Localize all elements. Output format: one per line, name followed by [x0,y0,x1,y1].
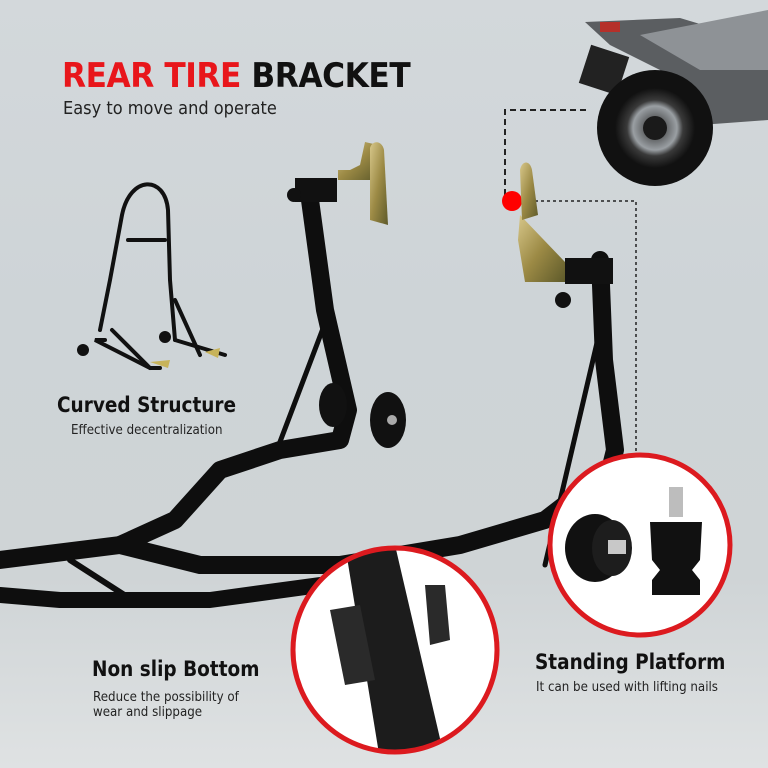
feature-desc-non-slip-bottom-line2: wear and slippage [93,704,203,720]
title-highlight: REAR TIRE [62,56,241,96]
left-head-block [295,178,337,202]
standing-platform-closeup [547,452,733,638]
feature-desc-curved-structure: Effective decentralization [71,422,223,438]
feature-title-standing-platform: Standing Platform [535,650,726,674]
wheel-icon [319,383,347,427]
left-hook-icon [338,142,378,180]
right-hook-icon [518,215,565,282]
page-title: REAR TIRE BRACKET [62,56,411,96]
feature-title-curved-structure: Curved Structure [57,393,237,417]
feature-title-non-slip-bottom: Non slip Bottom [92,657,260,681]
non-slip-bottom-closeup [290,545,500,755]
feature-desc-standing-platform: It can be used with lifting nails [536,679,718,695]
stand-main-image [0,191,624,608]
title-rest: BRACKET [251,56,411,96]
right-head-block [565,258,613,284]
feature-desc-non-slip-bottom-line1: Reduce the possibility of [93,689,239,705]
stand-thumbnail-image [94,182,227,370]
motorcycle-image [578,10,768,186]
callout-dot [502,191,522,211]
page-subtitle: Easy to move and operate [63,98,277,119]
